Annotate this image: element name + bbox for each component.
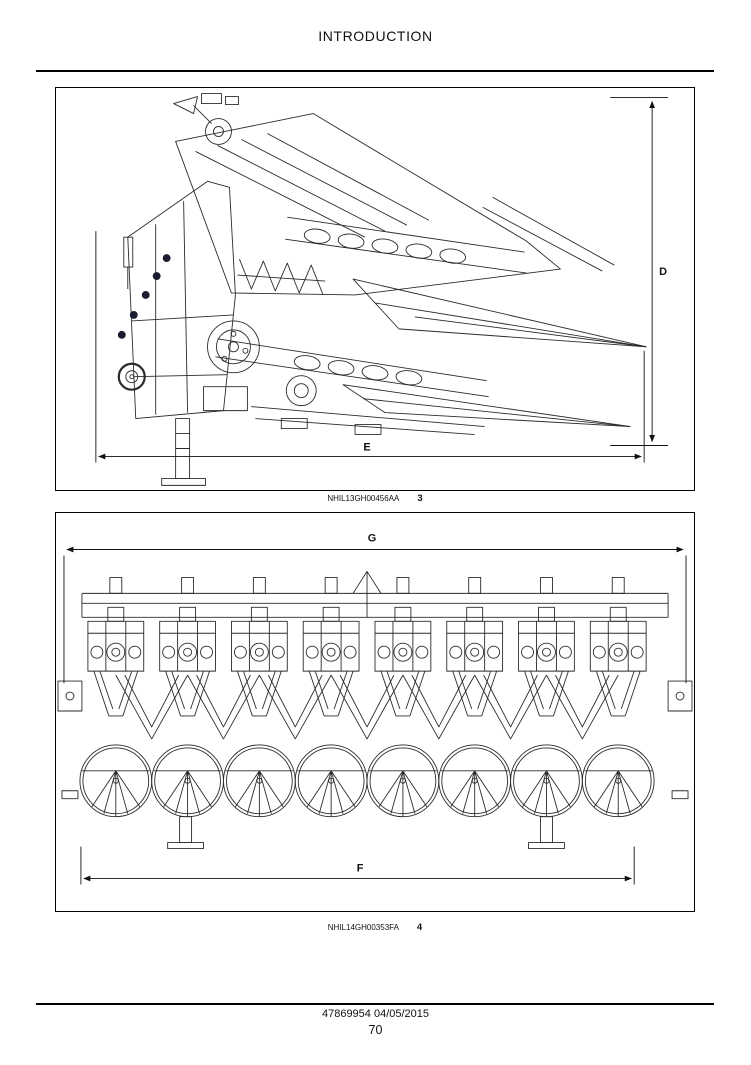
front-view-machine (57, 570, 693, 850)
dimension-f: F (80, 846, 635, 885)
dimension-g: G (63, 533, 687, 684)
figure-4-frame: G F (55, 512, 695, 912)
figure-4-code: NHIL14GH00353FA (327, 923, 399, 932)
figure-3-caption: NHIL13GH00456AA 3 (55, 493, 695, 504)
footer-rule (36, 1003, 714, 1005)
section-title: INTRODUCTION (318, 28, 433, 44)
dimension-label-g: G (368, 533, 377, 545)
figure-4-drawing: G F (57, 533, 693, 885)
dimension-d: D (610, 97, 669, 446)
dimension-label-f: F (357, 863, 364, 875)
dimension-label-e: E (363, 441, 370, 453)
footer-doc-ref: 47869954 04/05/2015 (321, 1008, 430, 1020)
figure-4-number: 4 (416, 922, 423, 933)
figure-3-drawing: D E (95, 93, 669, 486)
figure-3-number: 3 (417, 493, 423, 504)
dimension-e: E (95, 231, 645, 463)
dimension-label-d: D (659, 266, 667, 278)
header-rule (36, 70, 714, 72)
figure-3-frame: D E (55, 87, 695, 491)
figure-3-code: NHIL13GH00456AA (327, 494, 400, 503)
side-view-machine (117, 93, 647, 486)
figure-4-caption: NHIL14GH00353FA 4 (55, 922, 695, 933)
footer-page-number: 70 (368, 1023, 383, 1037)
